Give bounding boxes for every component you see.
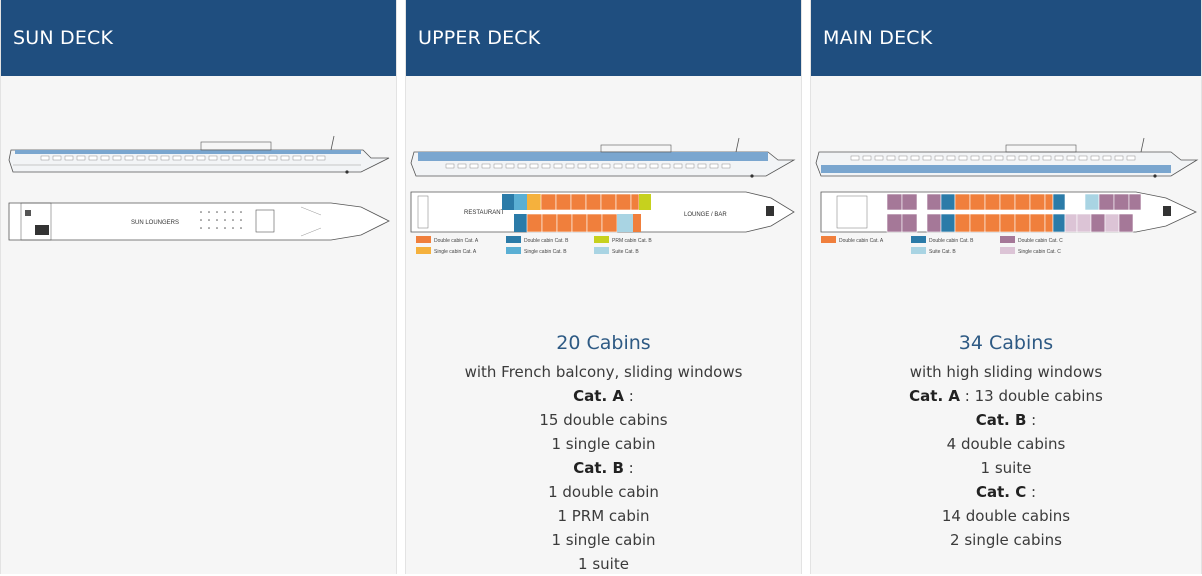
deck-title-text: SUN DECK bbox=[13, 27, 114, 49]
cabin-line: 1 suite bbox=[980, 459, 1032, 477]
restaurant-label: RESTAURANT bbox=[464, 210, 505, 216]
cabin-line: 15 double cabins bbox=[539, 411, 668, 429]
category-label: Cat. B bbox=[975, 411, 1027, 429]
legend-item: Double cabin Cat. A bbox=[434, 238, 479, 244]
deck-column-main: MAIN DECK bbox=[810, 0, 1202, 574]
cabin-line: 1 single cabin bbox=[551, 531, 656, 549]
category-heading: Cat. B : bbox=[406, 456, 801, 480]
legend-item: Double cabin Cat. B bbox=[929, 238, 974, 244]
cabin-line: 14 double cabins bbox=[941, 507, 1071, 525]
legend-item: Double cabin Cat. C bbox=[1018, 238, 1063, 244]
legend-item: Suite Cat. B bbox=[929, 249, 956, 255]
deck-title-main: MAIN DECK bbox=[811, 0, 1201, 76]
category-label: Cat. A bbox=[573, 387, 624, 405]
category-label: Cat. B bbox=[573, 459, 624, 477]
legend-item: Single cabin Cat. B bbox=[524, 249, 567, 255]
category-heading: Cat. A : bbox=[406, 384, 801, 408]
deck-title-upper: UPPER DECK bbox=[406, 0, 801, 76]
ship-side-view bbox=[815, 137, 1199, 178]
legend-item: Suite Cat. B bbox=[612, 249, 639, 255]
deck-column-upper: UPPER DECK RESTAURANT LOUNGE / BAR bbox=[405, 0, 802, 574]
category-label: Cat. C bbox=[975, 483, 1027, 501]
sun-deck-plan: SUN LOUNGERS bbox=[8, 135, 390, 241]
category-heading: Cat. B : bbox=[811, 408, 1201, 432]
cabin-count: 20 Cabins bbox=[556, 332, 651, 354]
legend-item: Double cabin Cat. B bbox=[524, 238, 569, 244]
deck-column-sun: SUN DECK SUN LOUNGERS bbox=[0, 0, 397, 574]
ship-side-view bbox=[410, 137, 796, 178]
cabin-line: 2 single cabins bbox=[950, 531, 1062, 549]
category-separator: : bbox=[1026, 411, 1037, 429]
cabin-legend: Double cabin Cat. A Double cabin Cat. B … bbox=[821, 236, 1063, 255]
category-separator: : bbox=[1026, 483, 1037, 501]
main-deck-plan: Double cabin Cat. A Double cabin Cat. B … bbox=[815, 137, 1199, 255]
category-label: Cat. A bbox=[909, 387, 961, 405]
category-heading: Cat. C : bbox=[811, 480, 1201, 504]
ship-side-view bbox=[8, 135, 390, 174]
ship-top-view: RESTAURANT LOUNGE / BAR bbox=[410, 191, 795, 233]
cabin-line: 1 PRM cabin bbox=[557, 507, 650, 525]
lounge-label: LOUNGE / BAR bbox=[684, 212, 727, 218]
legend-item: Single cabin Cat. C bbox=[1018, 249, 1061, 255]
cabin-line: 1 single cabin bbox=[551, 435, 656, 453]
cabin-count: 34 Cabins bbox=[958, 332, 1054, 354]
legend-item: Single cabin Cat. A bbox=[434, 249, 477, 255]
legend-item: PRM cabin Cat. B bbox=[612, 238, 652, 244]
category-detail: : 13 double cabins bbox=[960, 387, 1103, 405]
deck-title-text: MAIN DECK bbox=[823, 27, 933, 49]
cabin-line: 1 double cabin bbox=[548, 483, 659, 501]
cabin-legend: Double cabin Cat. A Double cabin Cat. B … bbox=[416, 236, 652, 255]
sun-loungers-label: SUN LOUNGERS bbox=[131, 220, 179, 226]
cabin-subtitle: with French balcony, sliding windows bbox=[464, 363, 743, 381]
category-separator: : bbox=[624, 387, 634, 405]
cabin-subtitle: with high sliding windows bbox=[909, 363, 1103, 381]
category-separator: : bbox=[623, 459, 634, 477]
cabin-line: 4 double cabins bbox=[946, 435, 1066, 453]
deck-title-text: UPPER DECK bbox=[418, 27, 541, 49]
ship-top-view bbox=[820, 191, 1197, 233]
upper-deck-plan: RESTAURANT LOUNGE / BAR Double cabin Cat… bbox=[410, 137, 796, 255]
main-deck-details: 34 Cabins with high sliding windows Cat.… bbox=[811, 328, 1201, 552]
cabin-line: 1 suite bbox=[578, 555, 629, 573]
category-heading: Cat. A : 13 double cabins bbox=[811, 384, 1201, 408]
legend-item: Double cabin Cat. A bbox=[839, 238, 884, 244]
upper-deck-details: 20 Cabins with French balcony, sliding w… bbox=[406, 328, 801, 576]
ship-top-view: SUN LOUNGERS bbox=[8, 202, 390, 241]
deck-title-sun: SUN DECK bbox=[1, 0, 396, 76]
